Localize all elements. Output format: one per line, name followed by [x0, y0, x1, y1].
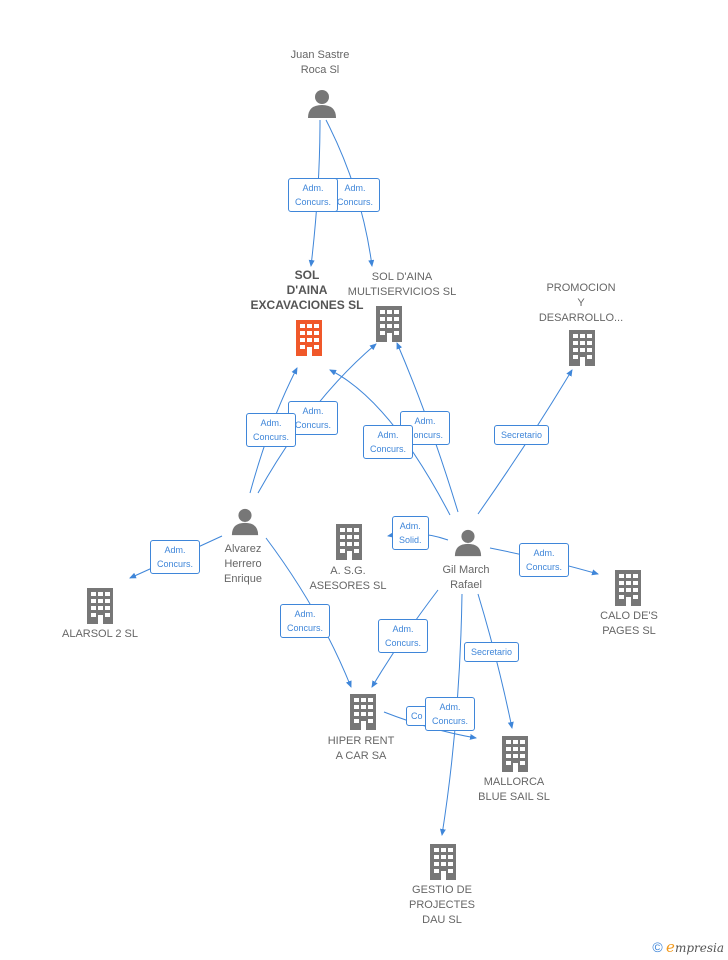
node-label-calo-des-pages[interactable]: CALO DE'S PAGES SL	[600, 610, 658, 637]
node-label-sol-aina-multiservicios[interactable]: SOL D'AINA MULTISERVICIOS SL	[347, 271, 457, 298]
role-badge[interactable]: Secretario	[464, 642, 520, 662]
node-label-mallorca-blue-sail[interactable]: MALLORCA BLUE SAIL SL	[478, 776, 550, 803]
person-icon	[454, 529, 482, 557]
building-icon	[376, 306, 402, 342]
role-badge[interactable]: Adm. Concurs.	[363, 425, 414, 459]
brand-logo-name: mpresia	[674, 941, 724, 955]
role-badge[interactable]: Adm. Concurs.	[246, 413, 297, 447]
company-node-sol-aina-multiservicios[interactable]	[372, 306, 406, 347]
person-node-alvarez[interactable]	[230, 506, 260, 541]
building-icon	[430, 844, 456, 880]
node-label-sol-aina-excavaciones[interactable]: SOL D'AINA EXCAVACIONES SL	[250, 268, 364, 312]
person-node-juan-sastre[interactable]	[306, 88, 338, 123]
company-node-alarsol[interactable]	[83, 588, 117, 629]
role-badge[interactable]: Adm. Concurs.	[330, 178, 381, 212]
edge-gil-to-sol-exc	[329, 369, 451, 516]
company-node-gestio-projectes[interactable]	[426, 844, 460, 885]
node-label-alvarez[interactable]: Alvarez Herrero Enrique	[224, 543, 262, 585]
building-icon	[569, 330, 595, 366]
role-badge[interactable]: Co	[406, 706, 428, 726]
person-icon	[308, 90, 336, 118]
brand-logo-initial: e	[666, 938, 675, 956]
company-node-sol-aina-excavaciones[interactable]	[292, 320, 326, 361]
role-badge[interactable]: Adm. Concurs.	[280, 604, 331, 638]
node-label-alarsol[interactable]: ALARSOL 2 SL	[61, 628, 139, 640]
company-node-calo-des-pages[interactable]	[611, 570, 645, 611]
building-icon	[615, 570, 641, 606]
person-node-gil-march[interactable]	[453, 527, 483, 562]
role-badge[interactable]: Adm. Concurs.	[425, 697, 476, 731]
brand-footer[interactable]: © empresia	[652, 938, 724, 956]
building-icon	[350, 694, 376, 730]
node-label-asg-asesores[interactable]: A. S.G. ASESORES SL	[309, 565, 387, 592]
node-label-promocion[interactable]: PROMOCION Y DESARROLLO...	[538, 282, 624, 324]
company-node-promocion[interactable]	[565, 330, 599, 371]
node-label-hiper-rent[interactable]: HIPER RENT A CAR SA	[327, 735, 395, 762]
company-node-asg-asesores[interactable]	[332, 524, 366, 565]
company-node-mallorca-blue-sail[interactable]	[498, 736, 532, 777]
node-label-gestio-projectes[interactable]: GESTIO DE PROJECTES DAU SL	[408, 884, 475, 926]
building-icon	[87, 588, 113, 624]
building-icon	[502, 736, 528, 772]
node-label-gil-march[interactable]: Gil March Rafael	[442, 564, 490, 591]
role-badge[interactable]: Adm. Concurs.	[288, 401, 339, 435]
role-badge[interactable]: Adm. Concurs.	[378, 619, 429, 653]
role-badge[interactable]: Adm. Solid.	[392, 516, 429, 550]
node-label-juan-sastre[interactable]: Juan Sastre Roca Sl	[290, 49, 350, 76]
role-badge[interactable]: Adm. Concurs.	[288, 178, 339, 212]
building-icon	[336, 524, 362, 560]
copyright-icon: ©	[652, 939, 663, 955]
role-badge[interactable]: Adm. Concurs.	[150, 540, 201, 574]
company-node-hiper-rent[interactable]	[346, 694, 380, 735]
role-badge[interactable]: Secretario	[494, 425, 550, 445]
person-icon	[231, 508, 259, 536]
building-icon	[296, 320, 322, 356]
role-badge[interactable]: Adm. Concurs.	[519, 543, 570, 577]
